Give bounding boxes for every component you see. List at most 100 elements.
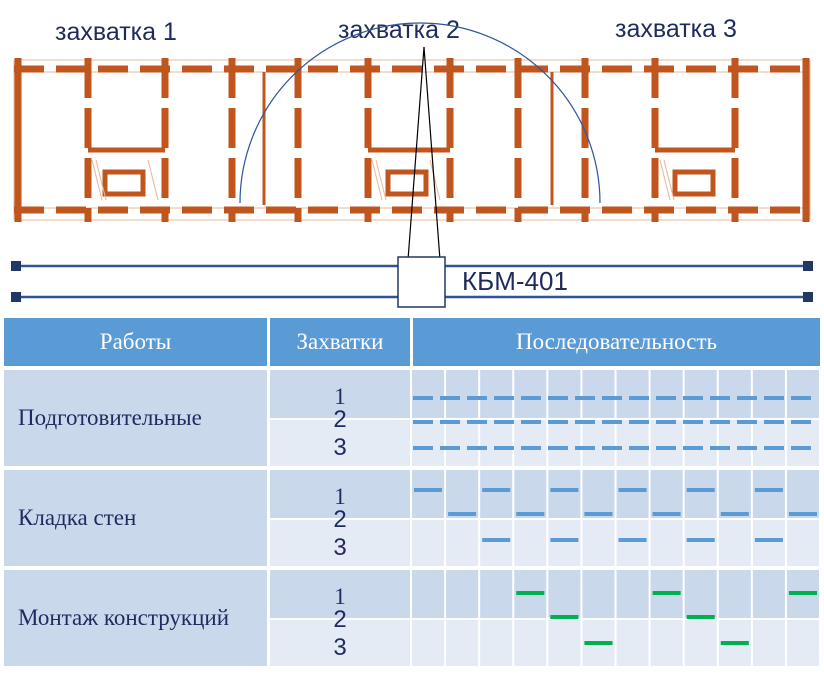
sequence-cell bbox=[548, 420, 581, 466]
sequence-cell bbox=[616, 370, 649, 418]
row-zones-preparatory: 1 2 3 bbox=[270, 370, 410, 466]
schedule-table: Работы Захватки Последовательность Подго… bbox=[4, 318, 820, 670]
crane-rails bbox=[11, 256, 813, 308]
sequence-cell bbox=[718, 570, 751, 618]
sequence-cell bbox=[752, 420, 785, 466]
sequence-cell bbox=[752, 370, 785, 418]
sequence-cell bbox=[514, 520, 547, 566]
sequence-cell bbox=[514, 620, 547, 666]
zone-num: 1 bbox=[334, 484, 346, 509]
sequence-cell bbox=[752, 520, 785, 566]
zone-num: 1 bbox=[334, 584, 346, 609]
row-label-preparatory: Подготовительные bbox=[4, 370, 267, 466]
zone-label-1: захватка 1 bbox=[55, 18, 177, 46]
row-label-masonry: Кладка стен bbox=[4, 470, 267, 566]
sequence-cell bbox=[446, 370, 479, 418]
sequence-cell bbox=[548, 520, 581, 566]
sequence-cell bbox=[582, 520, 615, 566]
sequence-cell bbox=[446, 520, 479, 566]
header-works: Работы bbox=[4, 318, 267, 366]
crane-box bbox=[397, 256, 446, 308]
sequence-cell bbox=[412, 420, 445, 466]
sequence-cell bbox=[412, 620, 445, 666]
zones-cell-bottom bbox=[270, 420, 410, 466]
zones-cell-top bbox=[270, 470, 410, 518]
zones-cell-top bbox=[270, 570, 410, 618]
sequence-cell bbox=[684, 420, 717, 466]
sequence-cell bbox=[684, 370, 717, 418]
sequence-cell bbox=[412, 570, 445, 618]
gantt-grid bbox=[270, 370, 819, 666]
zones-cell-bottom bbox=[270, 620, 410, 666]
sequence-cell bbox=[582, 570, 615, 618]
sequence-cell bbox=[650, 470, 683, 518]
crane-reach-arc bbox=[239, 22, 601, 204]
zone-num: 1 bbox=[334, 384, 346, 409]
sequence-cell bbox=[548, 570, 581, 618]
sequence-cell bbox=[752, 620, 785, 666]
sequence-cell bbox=[786, 420, 819, 466]
sequence-cell bbox=[718, 520, 751, 566]
sequence-cell bbox=[480, 420, 513, 466]
row-zones-assembly: 1 2 3 bbox=[270, 570, 410, 666]
sequence-cell bbox=[446, 470, 479, 518]
sequence-cell bbox=[412, 370, 445, 418]
sequence-cell bbox=[412, 520, 445, 566]
sequence-cell bbox=[616, 620, 649, 666]
row-label-assembly: Монтаж конструкций bbox=[4, 570, 267, 666]
sequence-cell bbox=[582, 420, 615, 466]
crane-label: КБМ-401 bbox=[462, 266, 568, 296]
sequence-cell bbox=[548, 620, 581, 666]
sequence-cell bbox=[616, 470, 649, 518]
sequence-cell bbox=[412, 470, 445, 518]
zone-label-2: захватка 2 bbox=[338, 16, 460, 44]
sequence-cell bbox=[786, 620, 819, 666]
sequence-cell bbox=[650, 620, 683, 666]
sequence-cell bbox=[446, 570, 479, 618]
zone-num: 2 bbox=[333, 406, 347, 433]
sequence-cell bbox=[650, 520, 683, 566]
sequence-cell bbox=[514, 470, 547, 518]
sequence-cell bbox=[514, 370, 547, 418]
sequence-cell bbox=[684, 620, 717, 666]
sequence-cell bbox=[616, 570, 649, 618]
zone-num: 2 bbox=[333, 606, 347, 633]
header-zones: Захватки bbox=[270, 318, 410, 366]
sequence-cell bbox=[514, 420, 547, 466]
sequence-cell bbox=[616, 420, 649, 466]
zone-num: 3 bbox=[333, 434, 347, 461]
sequence-cell bbox=[752, 470, 785, 518]
sequence-cell bbox=[684, 570, 717, 618]
floor-plan bbox=[13, 22, 811, 260]
sequence-cell bbox=[446, 620, 479, 666]
header-sequence: Последовательность bbox=[413, 318, 820, 366]
sequence-cell bbox=[718, 470, 751, 518]
zone-num: 3 bbox=[333, 634, 347, 661]
sequence-cell bbox=[752, 570, 785, 618]
sequence-cell bbox=[582, 370, 615, 418]
sequence-cell bbox=[718, 420, 751, 466]
sequence-cell bbox=[480, 620, 513, 666]
zone-label-3: захватка 3 bbox=[615, 15, 737, 43]
zone-num: 3 bbox=[333, 534, 347, 561]
sequence-cell bbox=[480, 520, 513, 566]
sequence-cell bbox=[480, 470, 513, 518]
zones-cell-top bbox=[270, 370, 410, 418]
sequence-cell bbox=[684, 470, 717, 518]
sequence-cell bbox=[616, 520, 649, 566]
sequence-cell bbox=[548, 470, 581, 518]
row-zones-masonry: 1 2 3 bbox=[270, 470, 410, 566]
sequence-cell bbox=[548, 370, 581, 418]
zones-cell-bottom bbox=[270, 520, 410, 566]
sequence-cell bbox=[718, 370, 751, 418]
sequence-cell bbox=[446, 420, 479, 466]
inner-walls bbox=[84, 58, 739, 222]
stair-cores bbox=[88, 147, 735, 197]
sequence-cell bbox=[684, 520, 717, 566]
sequence-cell bbox=[650, 420, 683, 466]
sequence-cell bbox=[650, 370, 683, 418]
sequence-cell bbox=[786, 520, 819, 566]
zone-num: 2 bbox=[333, 506, 347, 533]
sequence-cell bbox=[480, 570, 513, 618]
sequence-cell bbox=[786, 470, 819, 518]
